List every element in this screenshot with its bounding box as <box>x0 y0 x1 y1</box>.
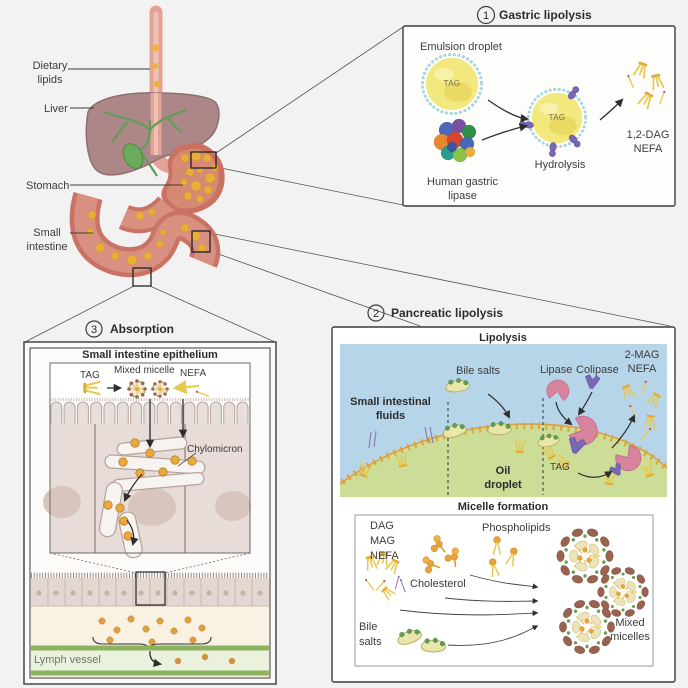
phospholipids-label: Phospholipids <box>482 522 551 534</box>
chylomicron-label: Chylomicron <box>187 444 243 455</box>
oil-droplet-label: Oil droplet <box>484 465 522 492</box>
human-gastric-lipase-protein <box>433 118 477 163</box>
human-gastric-lipase-label: Human gastric lipase <box>427 176 498 203</box>
closeup-cone-lines <box>49 552 251 574</box>
step-3-circle <box>85 320 103 338</box>
panel-gastric-lipolysis <box>402 5 676 207</box>
small-intestine <box>69 192 221 278</box>
mag-nefa-label: 2-MAG NEFA <box>624 349 660 376</box>
nefa-yellow-arrow <box>172 380 200 395</box>
bile-salts-label-2: Bile salts <box>359 621 382 648</box>
tag-label-p3: TAG <box>80 370 100 381</box>
stomach-label: Stomach <box>26 180 70 192</box>
anatomy-label-lines <box>68 68 183 234</box>
chylomicron-pointer-line <box>177 452 197 467</box>
panel2-title: Pancreatic lipolysis <box>391 306 504 320</box>
bile-salt-icon-free <box>445 377 470 393</box>
step-2-number: 2 <box>372 308 380 320</box>
panel-absorption <box>23 320 277 685</box>
micelle-formation-heading: Micelle formation <box>457 501 549 513</box>
liver-label: Liver <box>44 103 68 115</box>
panel1-title: Gastric lipolysis <box>499 8 592 22</box>
secreted-chylomicrons <box>98 615 206 646</box>
epithelial-cell-row <box>31 571 269 607</box>
zoom-region-box-epithelium <box>135 571 166 606</box>
hydrolysis-label: Hydrolysis <box>534 159 586 171</box>
panel2-arrows <box>487 391 636 479</box>
small-intestine-label: Small intestine <box>26 227 68 254</box>
lymph-vessel-label: Lymph vessel <box>34 654 101 666</box>
panel3-arrows <box>107 383 188 547</box>
tag-label-a: TAG <box>443 79 461 88</box>
mixed-micelle-label: Mixed micelle <box>114 365 175 376</box>
zoom-region-boxes <box>132 151 217 287</box>
to-lymph-arrow <box>149 650 163 668</box>
epithelium-heading: Small intestine epithelium <box>82 349 218 361</box>
mixed-micelles-label: Mixed micelles <box>610 617 650 644</box>
dietary-lipids-label: Dietary lipids <box>32 60 68 87</box>
cholesterol-label: Cholesterol <box>410 578 466 590</box>
micelle-formation-arrows <box>399 574 539 646</box>
gallbladder <box>122 143 144 169</box>
lipase-label: Lipase <box>540 364 573 376</box>
step-1-circle <box>476 5 496 25</box>
step-2-circle <box>367 304 385 322</box>
stomach <box>161 142 225 214</box>
panel-pancreatic-lipolysis <box>331 304 676 683</box>
small-micelle-icon <box>150 379 170 399</box>
step-1-number: 1 <box>482 10 490 22</box>
emulsion-droplet-label: Emulsion droplet <box>420 41 502 53</box>
surface-phospholipid-pairs <box>368 426 434 449</box>
colipase-label: Colipase <box>576 364 619 376</box>
bile-salts-label: Bile salts <box>456 365 501 377</box>
small-micelle-icon <box>126 378 148 400</box>
chylomicron-particles <box>103 438 197 541</box>
step-3-number: 3 <box>90 324 98 336</box>
anatomy-illustration <box>68 5 225 287</box>
panel1-arrows <box>481 98 624 141</box>
tag-label-b: TAG <box>548 113 566 122</box>
lymph-vessel <box>31 645 269 676</box>
panel3-title: Absorption <box>110 322 174 336</box>
dag-nefa-label: 1,2-DAG NEFA <box>626 129 670 156</box>
tag-label-p2: TAG <box>550 462 570 473</box>
zoom-connector-lines <box>24 26 671 343</box>
lipolysis-heading: Lipolysis <box>479 332 527 344</box>
small-intestinal-fluids-label: Small intestinal fluids <box>350 396 431 423</box>
dag-mag-nefa-label: DAG MAG NEFA <box>370 520 399 562</box>
nefa-label-p3: NEFA <box>180 368 207 379</box>
